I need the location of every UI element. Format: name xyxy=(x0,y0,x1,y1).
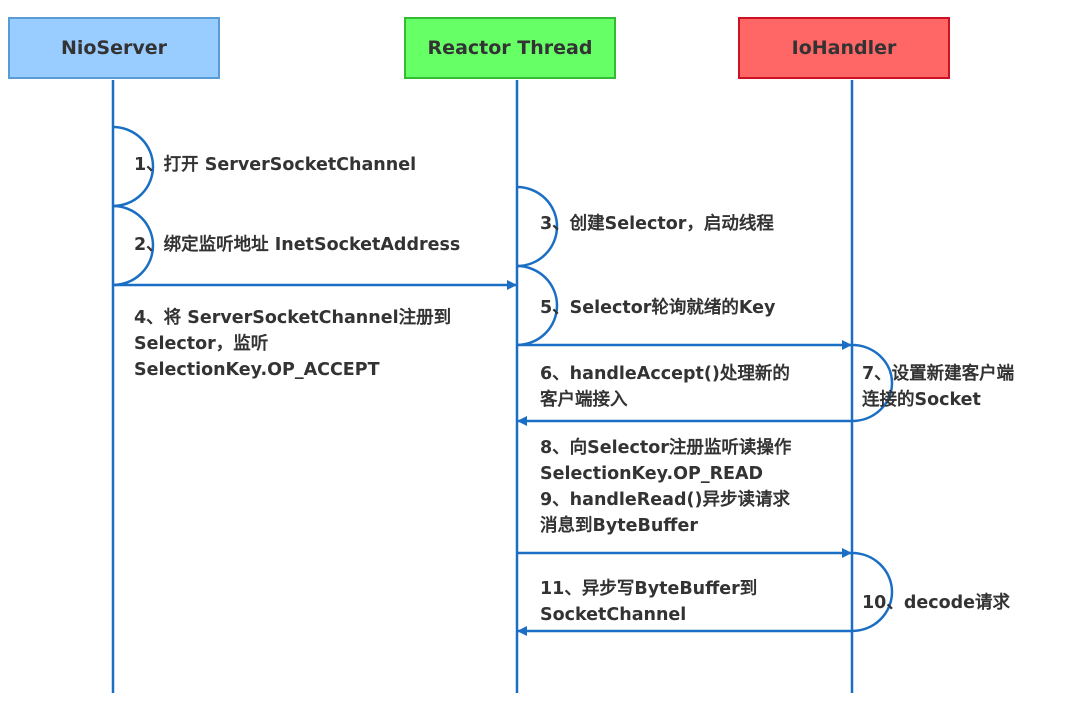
step-7-label: 7、设置新建客户端 连接的Socket xyxy=(862,361,1014,413)
label-line: 10、decode请求 xyxy=(862,593,1011,613)
step-2-label: 2、绑定监听地址 InetSocketAddress xyxy=(134,232,460,258)
label-line: 9、handleRead()异步读请求 xyxy=(540,490,790,510)
self-call-arc-3 xyxy=(516,185,559,268)
participant-iohandler: IoHandler xyxy=(738,17,950,79)
self-call-arc-2 xyxy=(112,204,155,287)
step-5-label: 5、Selector轮询就绪的Key xyxy=(540,295,775,321)
step-3-label: 3、创建Selector，启动线程 xyxy=(540,211,774,237)
participant-label: NioServer xyxy=(60,37,168,59)
participant-reactor-thread: Reactor Thread xyxy=(404,17,616,79)
step-11-label: 11、异步写ByteBuffer到 SocketChannel xyxy=(540,576,757,628)
label-line: 8、向Selector注册监听读操作 xyxy=(540,438,792,458)
label-line: 客户端接入 xyxy=(540,390,628,410)
step-1-label: 1、打开 ServerSocketChannel xyxy=(134,152,416,178)
self-call-arc-1 xyxy=(112,125,155,208)
participant-label: Reactor Thread xyxy=(427,37,593,59)
label-line: 消息到ByteBuffer xyxy=(540,516,698,536)
participant-nioserver: NioServer xyxy=(8,17,220,79)
label-line: 2、绑定监听地址 InetSocketAddress xyxy=(134,235,461,255)
label-line: 1、打开 ServerSocketChannel xyxy=(134,155,417,175)
label-line: 6、handleAccept()处理新的 xyxy=(540,364,790,384)
self-call-arc-10 xyxy=(851,551,894,633)
label-line: 11、异步写ByteBuffer到 xyxy=(540,579,758,599)
label-line: 4、将 ServerSocketChannel注册到 xyxy=(134,308,452,328)
label-line: SelectionKey.OP_ACCEPT xyxy=(134,360,380,380)
label-line: SocketChannel xyxy=(540,605,687,625)
label-line: 3、创建Selector，启动线程 xyxy=(540,214,774,234)
label-line: 5、Selector轮询就绪的Key xyxy=(540,298,776,318)
self-call-arc-7 xyxy=(851,343,894,423)
step-6-label: 6、handleAccept()处理新的 客户端接入 xyxy=(540,361,790,413)
label-line: 7、设置新建客户端 xyxy=(862,364,1015,384)
step-10-label: 10、decode请求 xyxy=(862,590,1010,616)
step-4-label: 4、将 ServerSocketChannel注册到 Selector，监听 S… xyxy=(134,305,451,383)
step-9-label: 9、handleRead()异步读请求 消息到ByteBuffer xyxy=(540,487,790,539)
participant-label: IoHandler xyxy=(791,37,897,59)
label-line: SelectionKey.OP_READ xyxy=(540,464,764,484)
step-8-label: 8、向Selector注册监听读操作 SelectionKey.OP_READ xyxy=(540,435,791,487)
self-call-arc-5 xyxy=(516,264,559,347)
label-line: 连接的Socket xyxy=(862,390,981,410)
label-line: Selector，监听 xyxy=(134,334,269,354)
